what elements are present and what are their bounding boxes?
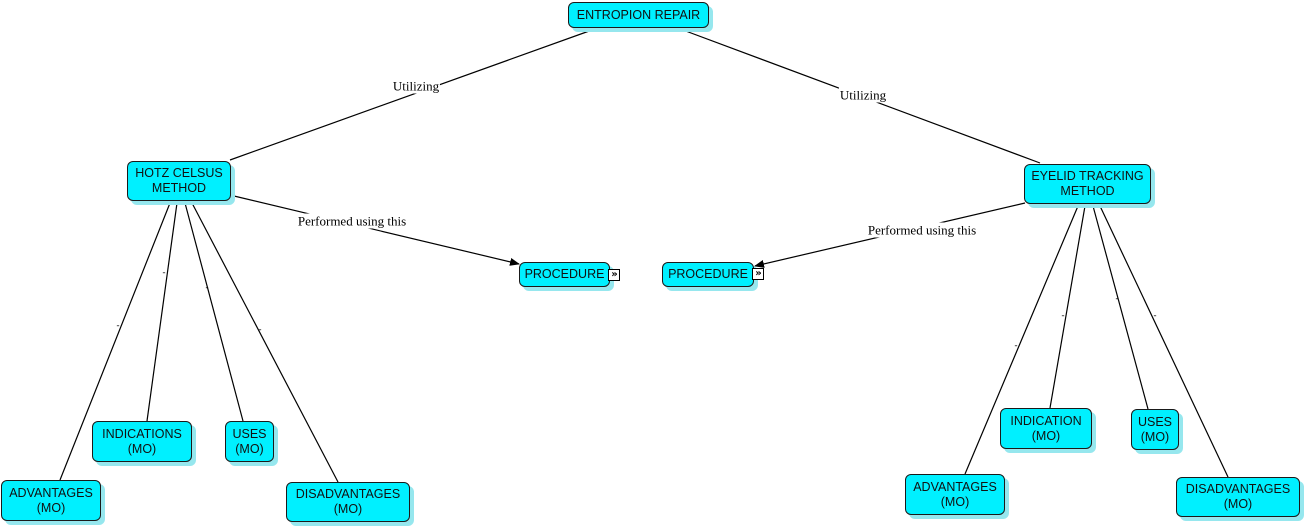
- link-label-performed-right: Performed using this: [866, 222, 978, 238]
- node-eyelid-indication[interactable]: INDICATION (MO): [1000, 408, 1092, 449]
- link-label-performed-left: Performed using this: [296, 213, 408, 229]
- node-hotz-disadvantages[interactable]: DISADVANTAGES (MO): [286, 482, 410, 522]
- node-hotz-advantages[interactable]: ADVANTAGES (MO): [1, 480, 101, 521]
- link-mark: -: [1115, 293, 1119, 303]
- link-hotz-disadvantages: [191, 202, 339, 483]
- node-procedure-right[interactable]: PROCEDURE: [662, 262, 754, 287]
- link-root-hotz: [229, 29, 593, 161]
- double-chevron-right-icon[interactable]: »: [752, 268, 764, 280]
- link-mark: -: [1014, 340, 1018, 350]
- node-hotz-indications[interactable]: INDICATIONS (MO): [92, 421, 192, 462]
- link-eyelid-advantages: [964, 205, 1079, 475]
- link-mark: -: [258, 324, 262, 334]
- node-procedure-left[interactable]: PROCEDURE: [519, 262, 610, 287]
- link-hotz-indications: [146, 202, 178, 422]
- link-mark: -: [162, 267, 166, 277]
- link-eyelid-disadvantages: [1099, 205, 1229, 478]
- link-hotz-uses: [184, 202, 244, 422]
- link-mark: -: [1061, 310, 1065, 320]
- node-eyelid-tracking-method[interactable]: EYELID TRACKING METHOD: [1024, 164, 1151, 204]
- node-hotz-uses[interactable]: USES (MO): [225, 421, 274, 462]
- node-entropion-repair[interactable]: ENTROPION REPAIR: [568, 2, 709, 28]
- link-mark: -: [1153, 310, 1157, 320]
- link-mark: -: [116, 320, 120, 330]
- link-label-utilizing-left: Utilizing: [391, 78, 441, 94]
- link-eyelid-indication: [1049, 205, 1086, 409]
- link-label-utilizing-right: Utilizing: [838, 87, 888, 103]
- link-mark: -: [205, 282, 209, 292]
- link-hotz-procedure: [233, 195, 520, 266]
- node-hotz-celsus-method[interactable]: HOTZ CELSUS METHOD: [127, 161, 231, 201]
- node-eyelid-disadvantages[interactable]: DISADVANTAGES (MO): [1176, 477, 1300, 517]
- link-eyelid-uses: [1092, 205, 1149, 410]
- double-chevron-right-icon[interactable]: »: [608, 269, 620, 281]
- node-eyelid-advantages[interactable]: ADVANTAGES (MO): [905, 474, 1005, 515]
- node-eyelid-uses[interactable]: USES (MO): [1131, 409, 1179, 450]
- link-hotz-advantages: [59, 202, 171, 481]
